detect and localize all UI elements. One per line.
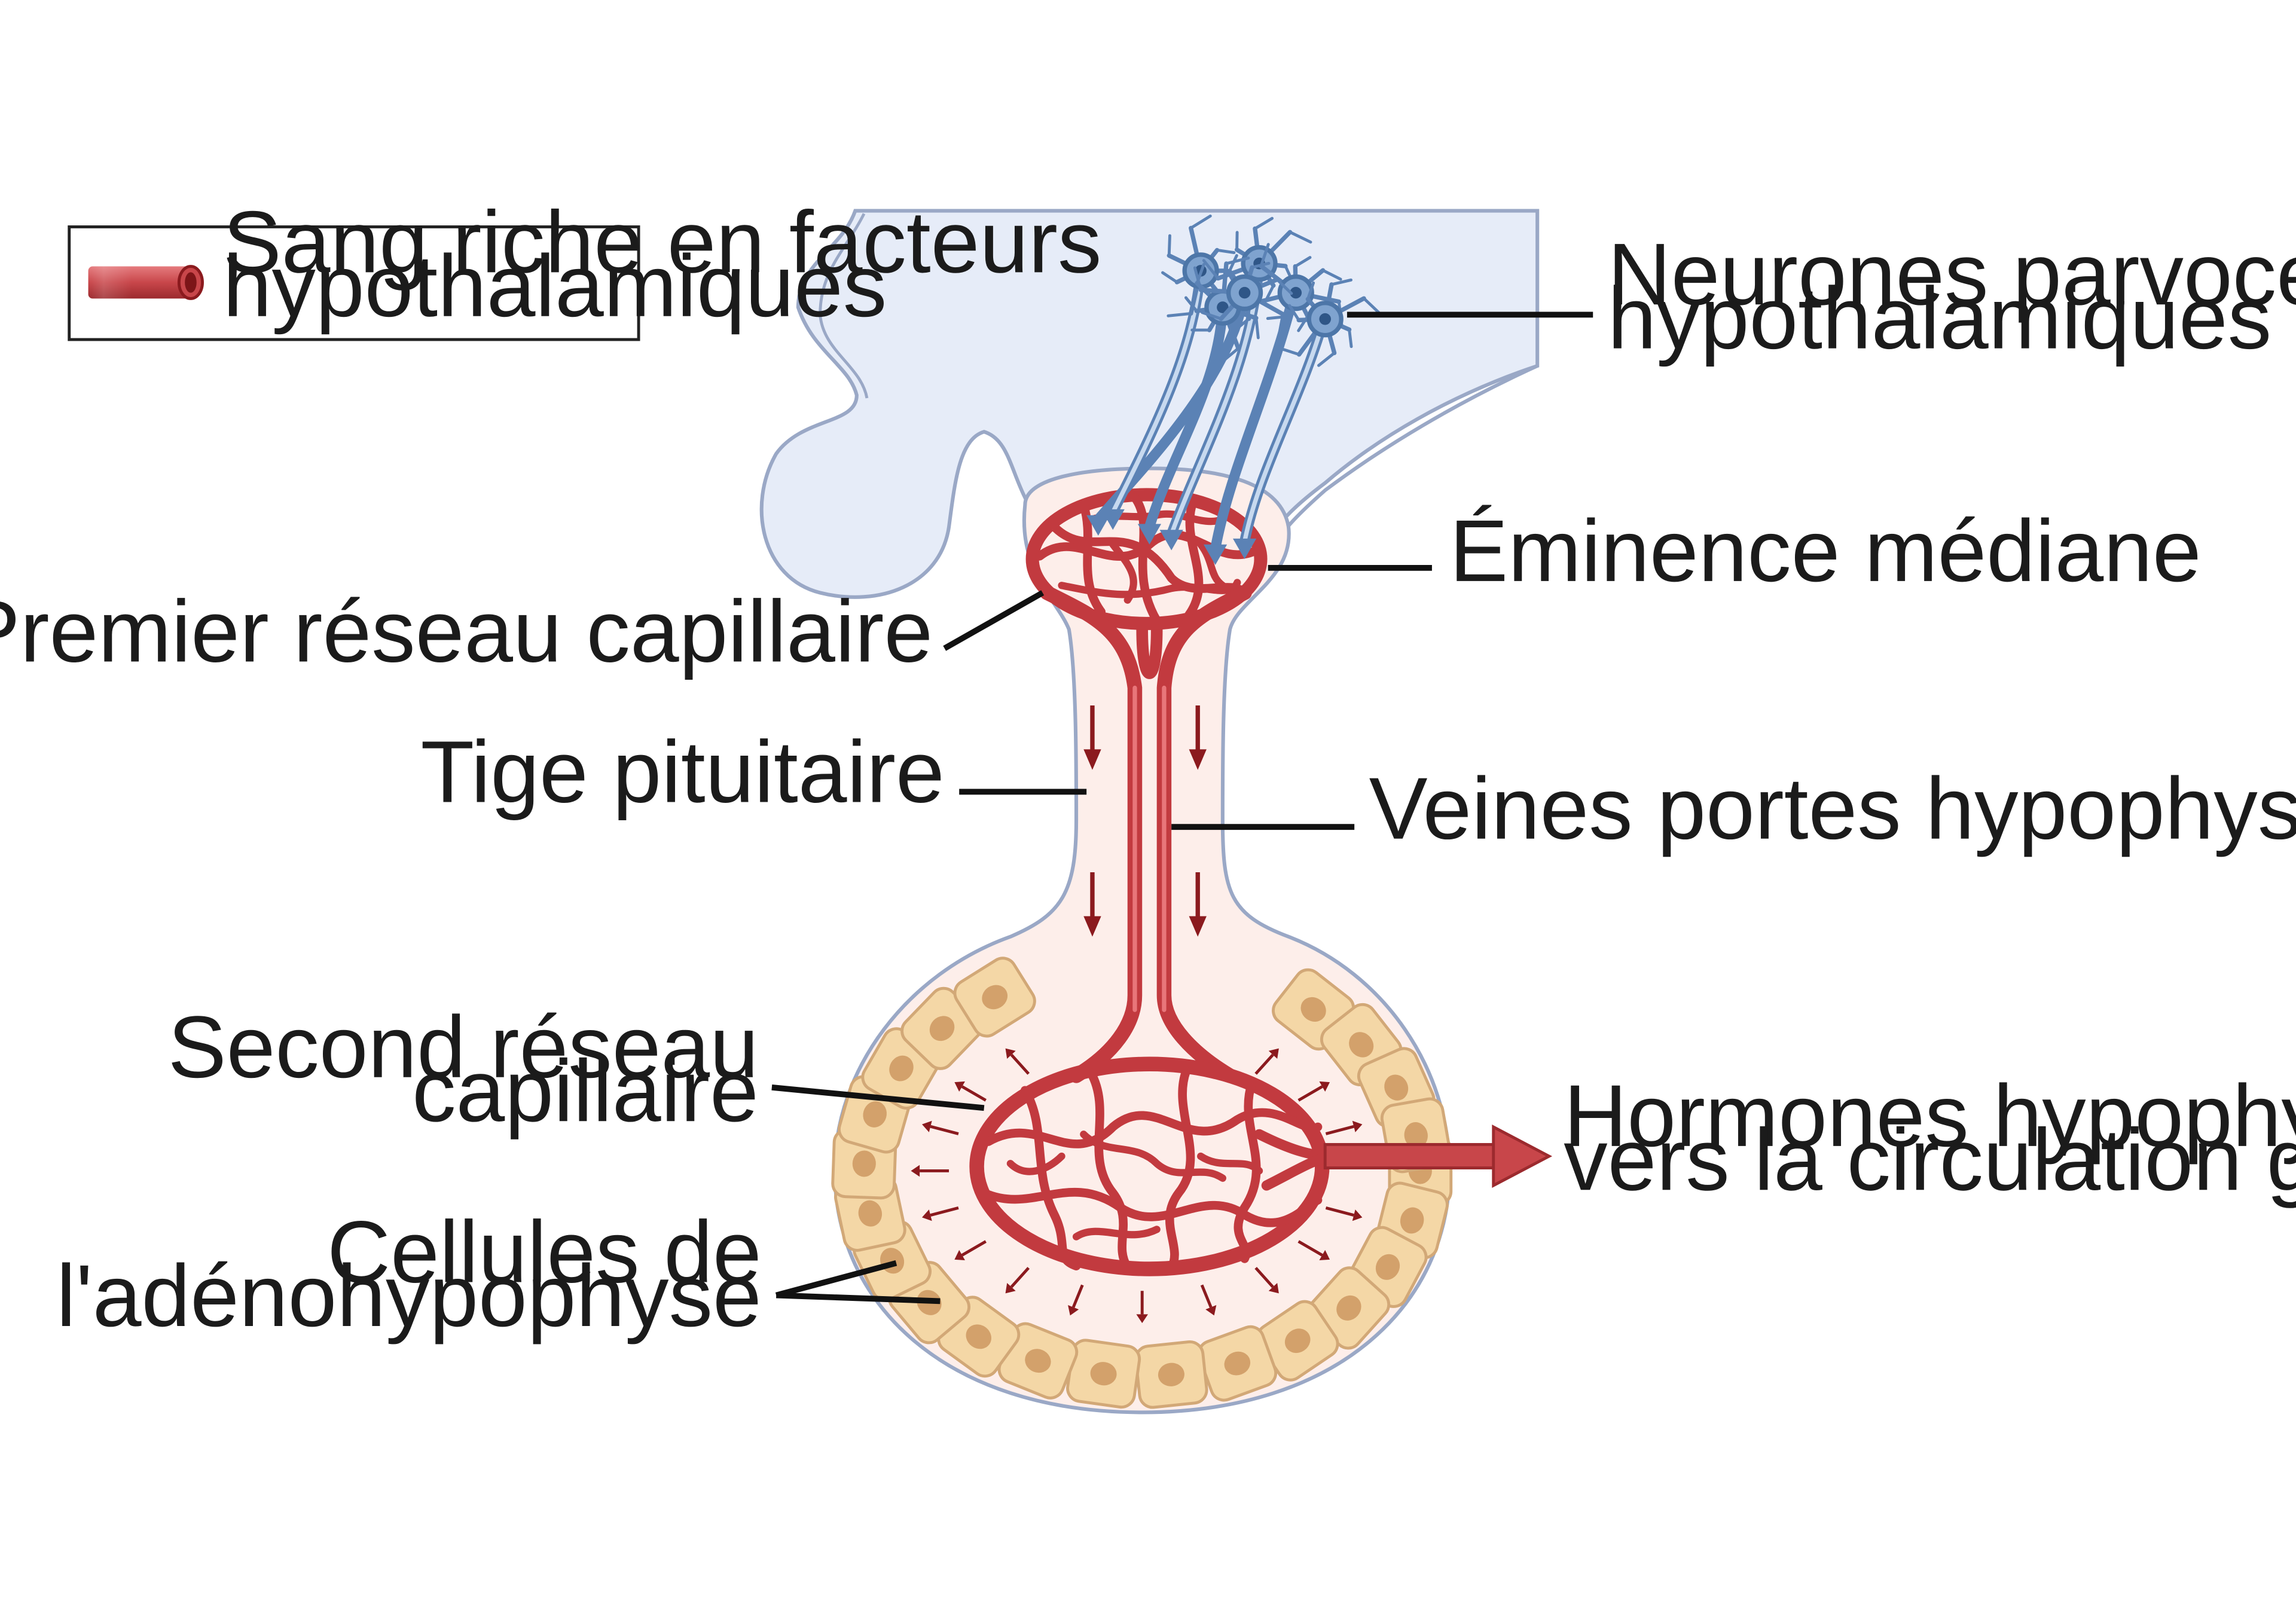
diffusion-arrow (1254, 1048, 1279, 1075)
flow-arrow (1189, 705, 1207, 770)
label-cells-1: Cellules de (327, 1203, 762, 1302)
label-stalk: Tige pituitaire (420, 723, 944, 821)
diffusion-arrow (922, 1206, 959, 1221)
ventricle-edge (1269, 364, 1538, 550)
hormone-output-arrow (1323, 1124, 1553, 1189)
adenohypophysis-cell (953, 957, 1036, 1038)
diffusion-arrow (1005, 1267, 1030, 1294)
parvocellular-neurons (1086, 214, 1382, 565)
label-second-network-1: Second réseau (168, 998, 759, 1096)
portal-veins (1039, 585, 1252, 1083)
legend-label-line2: hypothalamiques (223, 237, 887, 335)
flow-arrow (1189, 872, 1207, 937)
label-hormones-2: vers la circulation générale (1564, 1111, 2296, 1209)
flow-arrow (1083, 705, 1101, 770)
diffusion-arrow (1254, 1267, 1279, 1294)
flow-arrow (1083, 872, 1101, 937)
label-second-network-2: capillaire (412, 1042, 759, 1140)
label-cells-2: l'adénohypophyse (56, 1247, 762, 1345)
second-capillary-network (969, 1056, 1338, 1276)
label-portal-veins: Veines portes hypophysaires (1369, 760, 2296, 858)
diffusion-arrow (922, 1120, 959, 1135)
diffusion-arrow (1136, 1291, 1148, 1324)
neuron-soma (1275, 278, 1382, 367)
neuron-soma (1193, 253, 1293, 338)
diffusion-arrow (911, 1165, 949, 1177)
stalk-flow-arrows (1083, 705, 1207, 937)
legend-label-line1: Sang riche en facteurs (223, 193, 1102, 291)
diffusion-arrow (1325, 1206, 1363, 1221)
diffusion-arrow (1005, 1048, 1030, 1075)
adenohypophysis-cell (997, 1322, 1079, 1400)
label-neurons-2: hypothalamiques (1608, 270, 2271, 368)
diffusion-arrow (1325, 1120, 1363, 1135)
diffusion-arrow (1200, 1284, 1217, 1316)
label-hormones-1: Hormones hypophysaires (1564, 1067, 2296, 1165)
diffusion-arrows (911, 1048, 1363, 1324)
ventricle-recess (819, 213, 869, 399)
diffusion-arrow (954, 1240, 987, 1261)
diffusion-arrow (1068, 1284, 1084, 1316)
label-first-network: Premier réseau capillaire (0, 583, 933, 681)
label-median-eminence: Éminence médiane (1449, 502, 2201, 600)
legend: Sang riche en facteurs hypothalamiques (68, 193, 1102, 341)
labels: Neurones parvocellulaires hypothalamique… (0, 225, 2296, 1345)
label-neurons-1: Neurones parvocellulaires (1608, 225, 2296, 323)
diffusion-arrow (1297, 1240, 1330, 1261)
adenohypophysis-cell (1197, 1325, 1278, 1402)
diffusion-arrow (1297, 1081, 1330, 1102)
diffusion-arrow (954, 1081, 987, 1102)
adenohypophysis-cell (1134, 1340, 1208, 1409)
adenohypophysis-cells (831, 957, 1453, 1409)
